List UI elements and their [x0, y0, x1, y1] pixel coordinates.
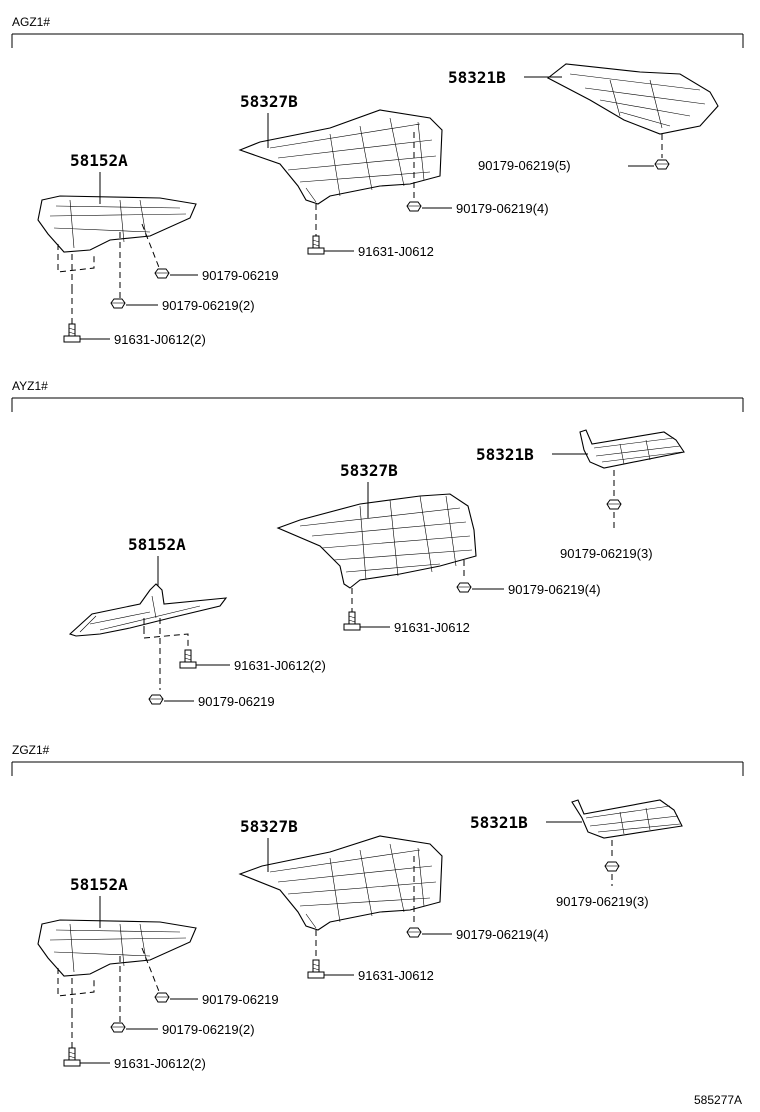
nut-icon: [110, 298, 126, 309]
fastener-label: 90179-06219(2): [162, 1022, 255, 1037]
fastener-label: 90179-06219(4): [508, 582, 601, 597]
part-label-58327b: 58327B: [340, 461, 398, 480]
section-label: ZGZ1#: [12, 743, 50, 757]
part-label-58327b: 58327B: [240, 92, 298, 111]
fastener-label: 91631-J0612(2): [114, 332, 206, 347]
nut-icon: [606, 499, 622, 510]
fastener-label: 90179-06219(5): [478, 158, 571, 173]
part-58327b-drawing: [238, 109, 443, 205]
figure-code: 585277A: [694, 1093, 742, 1107]
part-58152a-drawing: [37, 195, 197, 300]
bolt-icon: [307, 235, 325, 255]
part-58327b-drawing: [238, 835, 443, 931]
section-zgz1: ZGZ1# 58321B 58327B 58152A 90179-062: [11, 743, 744, 1071]
part-58321b-drawing: [579, 429, 685, 469]
fastener-label: 91631-J0612: [394, 620, 470, 635]
bolt-icon: [343, 611, 361, 631]
nut-icon: [406, 927, 422, 938]
fastener-label: 90179-06219: [198, 694, 275, 709]
fastener-label: 90179-06219(4): [456, 927, 549, 942]
part-58152a-drawing: [37, 919, 197, 1024]
nut-icon: [148, 694, 164, 705]
nut-icon: [154, 992, 170, 1003]
fastener-label: 91631-J0612: [358, 968, 434, 983]
section-ayz1: AYZ1# 58321B 58327B 58152A 90179-062: [11, 379, 744, 709]
part-58321b-drawing: [571, 799, 683, 839]
fastener-label: 90179-06219: [202, 268, 279, 283]
fastener-label: 91631-J0612(2): [114, 1056, 206, 1071]
fastener-label: 90179-06219(4): [456, 201, 549, 216]
fastener-label: 90179-06219(2): [162, 298, 255, 313]
part-label-58152a: 58152A: [70, 875, 128, 894]
nut-icon: [654, 159, 670, 170]
part-label-58152a: 58152A: [128, 535, 186, 554]
fastener-label: 90179-06219(3): [560, 546, 653, 561]
part-58321b-drawing: [546, 63, 719, 135]
nut-icon: [154, 268, 170, 279]
part-label-58321b: 58321B: [476, 445, 534, 464]
section-agz1: AGZ1# 58321B 58327B 58152A 90179-062: [11, 15, 744, 347]
nut-icon: [110, 1022, 126, 1033]
part-label-58321b: 58321B: [470, 813, 528, 832]
part-58152a-drawing: [68, 583, 228, 690]
part-label-58321b: 58321B: [448, 68, 506, 87]
bolt-icon: [307, 959, 325, 979]
section-label: AGZ1#: [12, 15, 50, 29]
bolt-icon: [179, 649, 197, 669]
fastener-label: 91631-J0612(2): [234, 658, 326, 673]
nut-icon: [406, 201, 422, 212]
section-label: AYZ1#: [12, 379, 48, 393]
part-label-58327b: 58327B: [240, 817, 298, 836]
nut-icon: [456, 582, 472, 593]
fastener-label: 90179-06219: [202, 992, 279, 1007]
bolt-icon: [63, 1047, 81, 1067]
part-58327b-drawing: [276, 493, 477, 589]
bolt-icon: [63, 323, 81, 343]
fastener-label: 91631-J0612: [358, 244, 434, 259]
nut-icon: [604, 861, 620, 872]
fastener-label: 90179-06219(3): [556, 894, 649, 909]
part-label-58152a: 58152A: [70, 151, 128, 170]
